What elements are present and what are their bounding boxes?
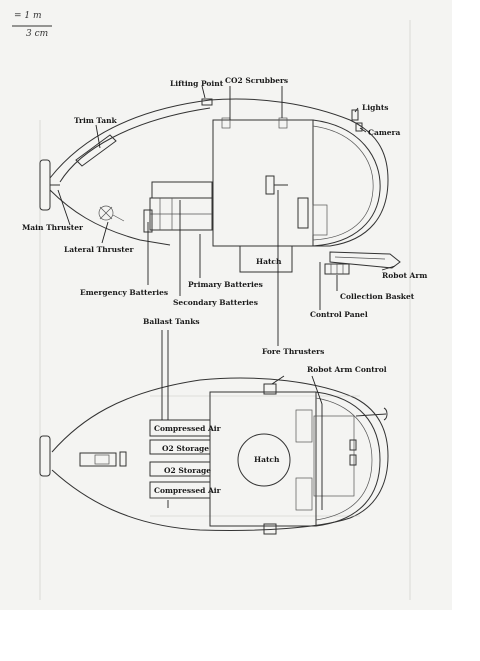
label-co2-scrubbers: CO2 Scrubbers: [225, 76, 289, 85]
scale-bottom: 3 cm: [26, 29, 49, 39]
top-tanks: [149, 419, 211, 499]
label-lifting-point: Lifting Point: [170, 79, 224, 88]
main-thruster-side: [39, 159, 60, 211]
lights-camera: [351, 109, 363, 132]
label-o2-storage-2: O2 Storage: [164, 466, 212, 475]
top-view-hull: [51, 377, 389, 531]
label-secondary-batteries: Secondary Batteries: [173, 298, 258, 307]
label-robot-arm-control: Robot Arm Control: [307, 365, 387, 374]
label-robot-arm: Robot Arm: [382, 271, 428, 280]
label-fore-thrusters: Fore Thrusters: [262, 347, 325, 356]
label-lateral-thruster: Lateral Thruster: [64, 245, 134, 254]
hatch-block-side: [239, 245, 293, 273]
top-tail-unit: [79, 451, 127, 467]
trim-tank: [75, 134, 117, 167]
label-o2-storage-1: O2 Storage: [162, 444, 210, 453]
cabin-top: [209, 391, 381, 527]
label-compressed-air-2: Compressed Air: [154, 486, 221, 495]
label-control-panel: Control Panel: [310, 310, 368, 319]
lifting-point: [201, 98, 213, 106]
label-collection-basket: Collection Basket: [340, 292, 415, 301]
label-primary-batteries: Primary Batteries: [188, 280, 263, 289]
main-thruster-top: [39, 435, 51, 477]
robot-arm-side: [324, 251, 401, 275]
label-hatch-top: Hatch: [254, 455, 280, 464]
sketch-sheet: = 1 m 3 cm Lifting Point CO2 Scrubbers L…: [0, 0, 452, 610]
robot-arm-top: [295, 407, 388, 511]
scale-top: = 1 m: [14, 11, 42, 21]
submarine-sketch: [12, 20, 411, 600]
label-compressed-air-1: Compressed Air: [154, 424, 221, 433]
lateral-thruster: [98, 205, 125, 222]
fore-thrusters-top: [263, 383, 277, 535]
label-camera: Camera: [368, 128, 401, 137]
label-trim-tank: Trim Tank: [74, 116, 117, 125]
interior-seat: [265, 175, 328, 236]
label-hatch-side: Hatch: [256, 257, 282, 266]
label-lights: Lights: [362, 103, 389, 112]
label-ballast-tanks: Ballast Tanks: [143, 317, 200, 326]
top-leaders: [161, 330, 323, 510]
batteries-side: [143, 181, 213, 233]
cabin-side: [212, 117, 381, 247]
label-main-thruster: Main Thruster: [22, 223, 83, 232]
label-emergency-batteries: Emergency Batteries: [80, 288, 169, 297]
side-leaders: [57, 85, 396, 346]
